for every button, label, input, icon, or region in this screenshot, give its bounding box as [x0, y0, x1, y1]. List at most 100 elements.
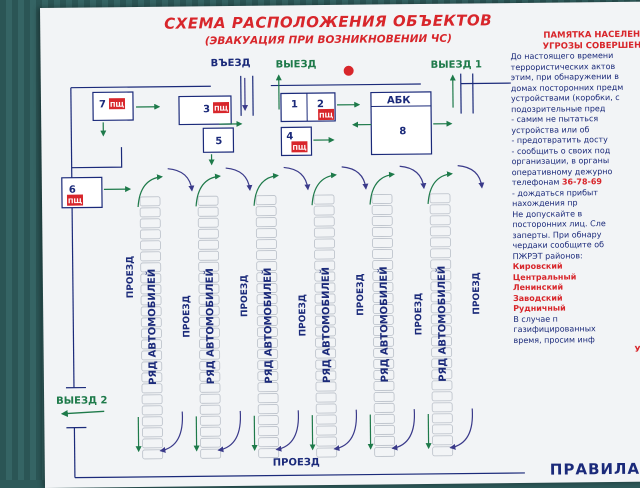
parking-space: [314, 195, 334, 204]
parking-space: [140, 230, 160, 239]
parking-space: [140, 208, 160, 217]
building-3: 3 ПЩ: [179, 96, 231, 125]
parking-space: [199, 251, 219, 260]
flow-arrow-green: [312, 175, 336, 205]
flow-arrow-purple: [400, 166, 424, 188]
entry-gate-label: ВЪЕЗД: [211, 58, 251, 69]
parking-space: [201, 449, 221, 458]
parking-space: [201, 438, 221, 447]
district-name: Рудничный: [513, 304, 566, 315]
parking-space: [200, 416, 220, 425]
parking-space: [258, 405, 278, 414]
parking-space: [200, 427, 220, 436]
exit-1-gate: [461, 73, 473, 113]
rules-heading: ПРАВИЛА: [550, 460, 640, 479]
exit-2-arrow: [62, 411, 104, 413]
parking-space: [256, 207, 276, 216]
flow-arrow-green: [254, 176, 278, 206]
parking-space: [372, 238, 392, 247]
parking-space: [198, 207, 218, 216]
driveway-label: ПРОЕЗД: [414, 293, 424, 335]
memo-district-phones: Кировский61-60-7Центральный36-66-Ленинск…: [513, 260, 640, 314]
parking-space: [374, 392, 394, 401]
parking-space: [198, 229, 218, 238]
parking-space: [198, 218, 218, 227]
parking-space: [317, 437, 337, 446]
parking-space: [317, 448, 337, 457]
parking-space: [375, 447, 395, 456]
flow-arrow-bottom: [276, 410, 299, 449]
parking-area: РЯД АВТОМОБИЛЕЙ РЯД АВТОМОБИЛЕЙ РЯД АВТОМО…: [125, 165, 485, 459]
flow-arrow-purple: [168, 168, 192, 190]
exit-1-label: ВЫЕЗД 1: [431, 59, 482, 71]
parking-space: [430, 216, 450, 225]
parking-space: [374, 425, 394, 434]
svg-text:ПЩ: ПЩ: [68, 197, 83, 205]
entry-gate: [241, 76, 253, 116]
parking-space: [374, 414, 394, 423]
parking-space: [256, 196, 276, 205]
flow-arrow-bottom: [160, 412, 183, 451]
parking-space: [257, 251, 277, 260]
parking-space: [432, 403, 452, 412]
svg-text:3: 3: [203, 104, 210, 115]
stop-sign-icon: [344, 66, 354, 76]
parking-space: [430, 205, 450, 214]
svg-text:4: 4: [286, 131, 293, 142]
parking-space: [375, 436, 395, 445]
parking-space: [140, 219, 160, 228]
parking-space: [430, 227, 450, 236]
parking-space: [256, 240, 276, 249]
parking-space: [142, 428, 162, 437]
svg-text:2: 2: [317, 99, 324, 110]
parking-row-label: РЯД АВТОМОБИЛЕЙ: [261, 268, 275, 384]
flow-arrow-green: [196, 176, 220, 206]
building-5: 5: [203, 128, 233, 152]
parking-row-label: РЯД АВТОМОБИЛЕЙ: [435, 266, 449, 382]
parking-space: [198, 196, 218, 205]
svg-text:5: 5: [215, 136, 222, 147]
parking-space: [433, 436, 453, 445]
parking-row-label: РЯД АВТОМОБИЛЕЙ: [203, 268, 217, 384]
parking-space: [140, 241, 160, 250]
parking-space: [430, 238, 450, 247]
parking-space: [258, 416, 278, 425]
svg-text:ПЩ: ПЩ: [110, 101, 125, 109]
district-name: Центральный: [513, 272, 577, 283]
parking-space: [314, 228, 334, 237]
exit-2-label: ВЫЕЗД 2: [56, 395, 107, 407]
parking-space: [431, 249, 451, 258]
svg-text:6: 6: [69, 185, 76, 196]
svg-text:ПЩ: ПЩ: [214, 105, 229, 113]
building-abk-8: АБК 8: [371, 92, 432, 155]
parking-space: [143, 450, 163, 459]
driveway-label: ПРОЕЗД: [298, 294, 308, 336]
parking-space: [432, 414, 452, 423]
parking-space: [372, 194, 392, 203]
flow-arrow-bottom: [218, 411, 241, 450]
building-1-2: 1 2 ПЩ: [281, 93, 335, 122]
flow-arrow-bottom: [334, 410, 357, 449]
parking-row-label: РЯД АВТОМОБИЛЕЙ: [319, 267, 333, 383]
parking-space: [142, 417, 162, 426]
parking-space: [316, 415, 336, 424]
flow-arrow-purple: [284, 167, 308, 189]
parking-row-label: РЯД АВТОМОБИЛЕЙ: [145, 269, 159, 385]
svg-text:АБК: АБК: [387, 95, 411, 106]
building-6: 6 ПЩ: [62, 177, 102, 207]
parking-space: [256, 229, 276, 238]
building-7: 7 ПЩ: [93, 92, 133, 120]
district-name: Кировский: [513, 262, 563, 273]
flow-arrow-green: [138, 177, 162, 207]
driveway-label: ПРОЕЗД: [126, 256, 136, 298]
evacuation-board: СХЕМА РАСПОЛОЖЕНИЯ ОБЪЕКТОВ (ЭВАКУАЦИЯ П…: [40, 2, 640, 488]
parking-space: [200, 405, 220, 414]
exit-2-gate: [66, 388, 86, 428]
memo-footer: Уважаемы: [514, 344, 640, 356]
parking-space: [432, 392, 452, 401]
driveway-label: ПРОЕЗД: [472, 272, 482, 314]
driveway-label: ПРОЕЗД: [240, 275, 250, 317]
